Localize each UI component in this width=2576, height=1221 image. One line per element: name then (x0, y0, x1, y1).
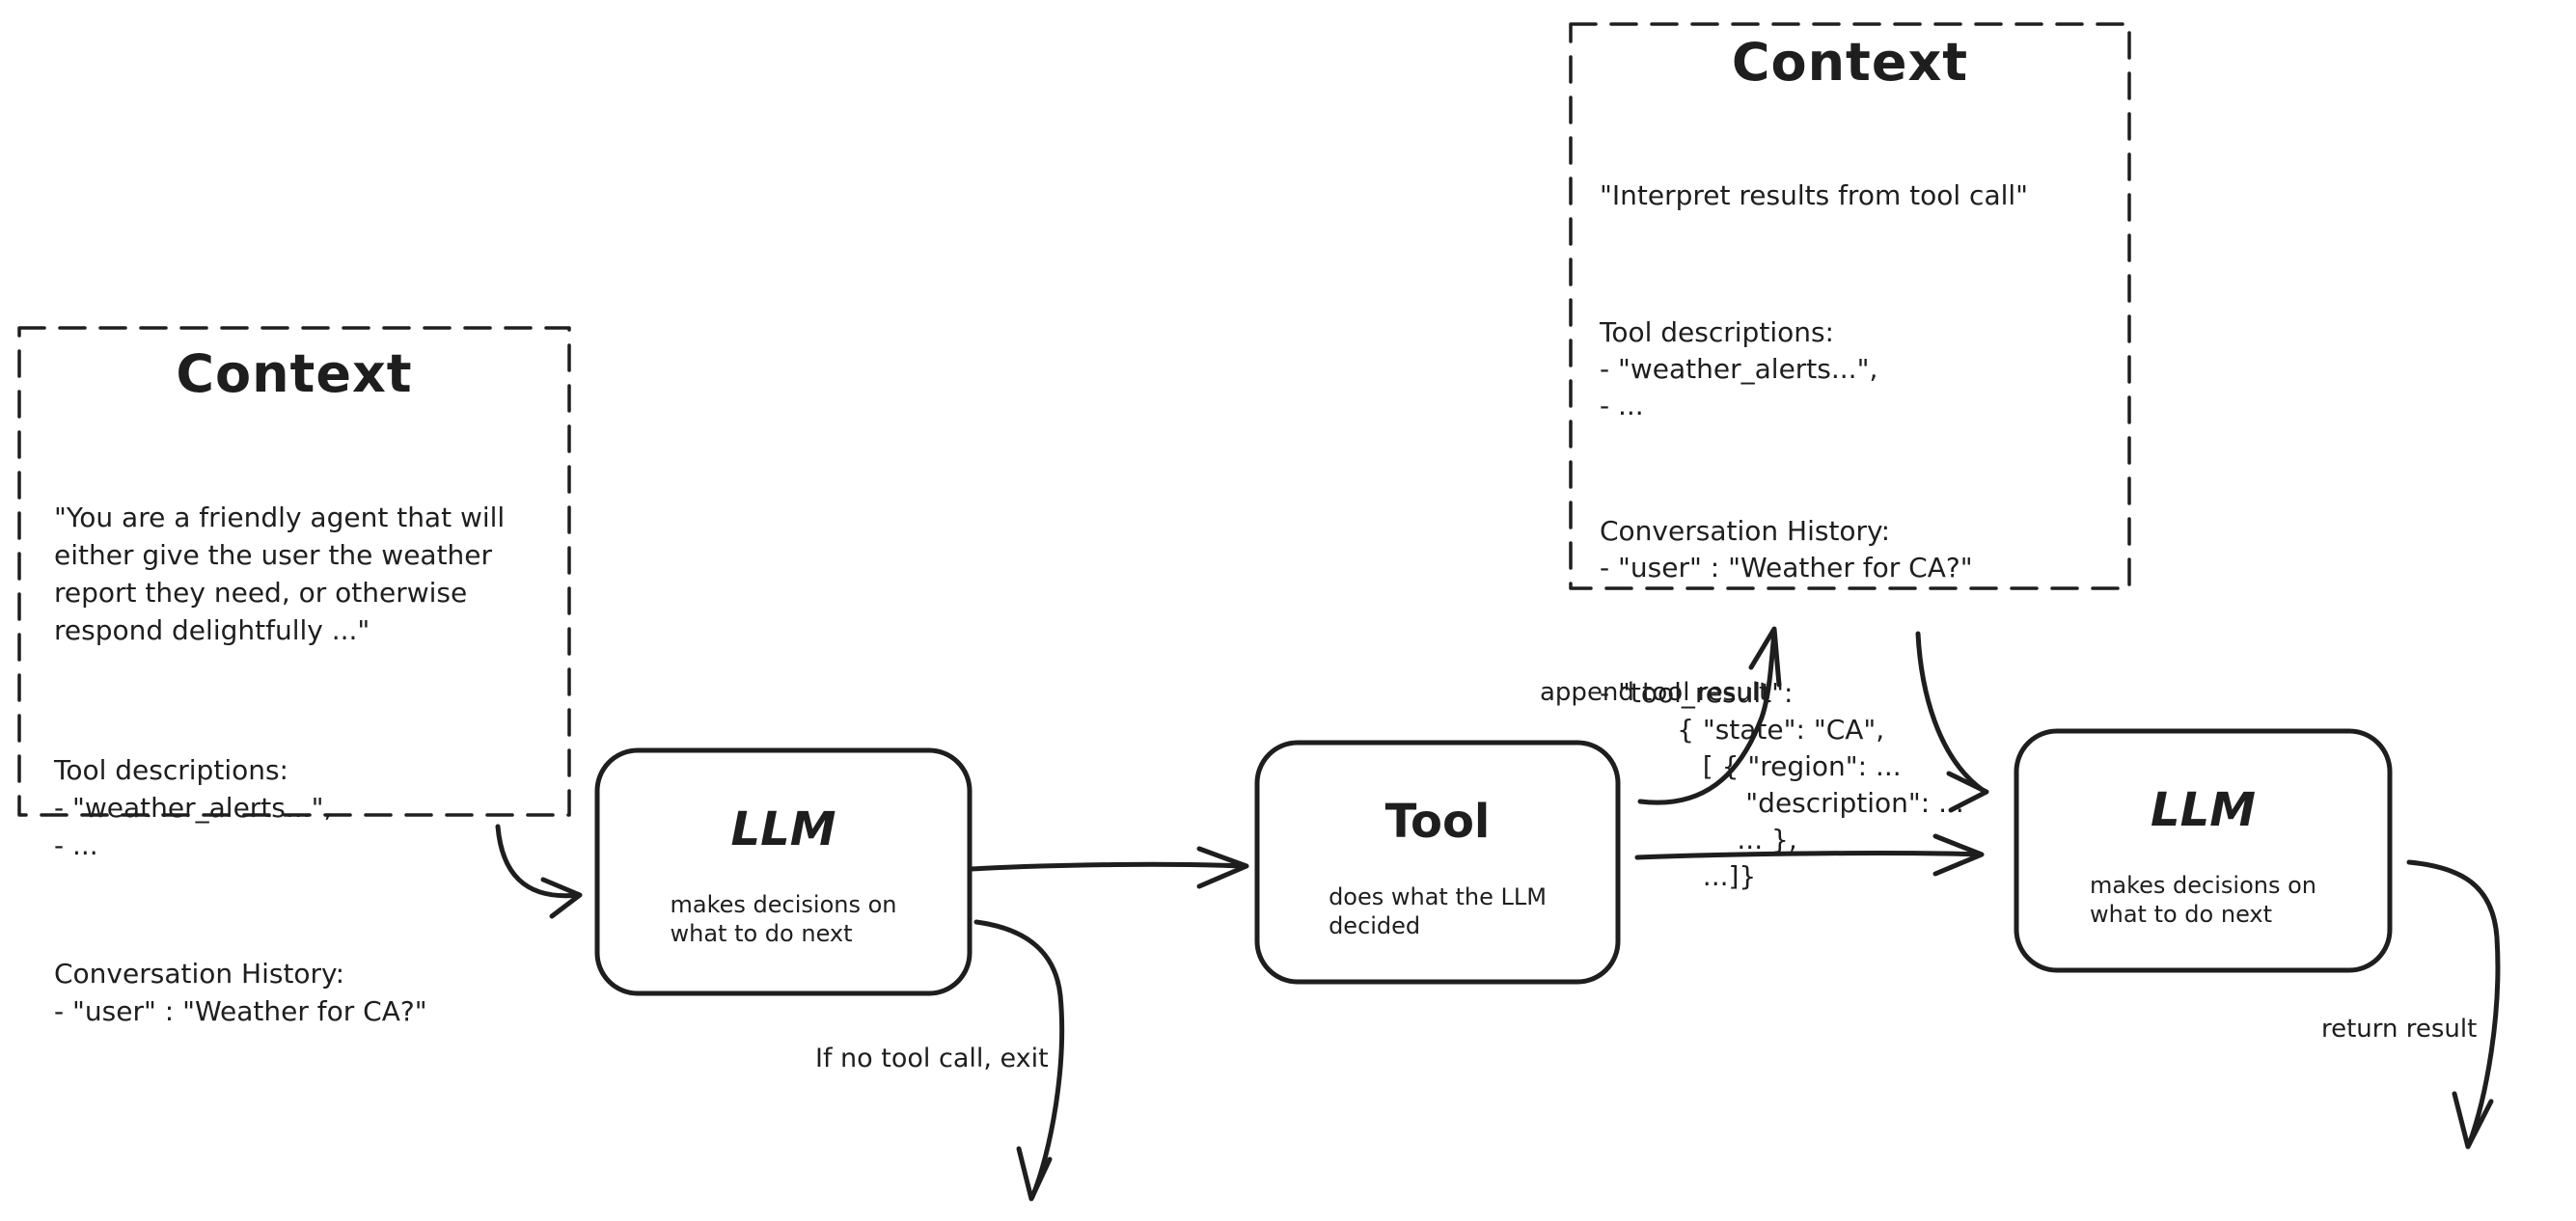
return-result-label: return result (2321, 1015, 2478, 1044)
context-right-conversation-history: Conversation History: - "user" : "Weathe… (1600, 515, 1973, 583)
append-tool-result-label: append tool result (1540, 678, 1769, 707)
context-right-tool-descriptions: Tool descriptions: - "weather_alerts..."… (1600, 316, 1878, 421)
llm-second-subtitle: makes decisions on what to do next (2090, 871, 2316, 928)
edge-llm2-return-arrow (2406, 859, 2501, 1150)
context-left-tool-descriptions: Tool descriptions: - "weather_alerts..."… (54, 754, 333, 861)
llm-second-node: LLM makes decisions on what to do next (2016, 731, 2390, 970)
tool-node: Tool does what the LLM decided (1257, 743, 1618, 982)
llm-first-title: LLM (730, 802, 836, 856)
context-left-title: Context (176, 343, 413, 404)
context-left-body: "You are a friendly agent that will eith… (54, 423, 569, 1105)
context-right-tool-result: - "tool_result": { "state": "CA", [ { "r… (1600, 677, 1964, 892)
context-left-node: Context "You are a friendly agent that w… (19, 328, 569, 1027)
edge-context2-to-llm2-arrow (1915, 631, 1989, 813)
if-no-tool-call-exit-label: If no tool call, exit (815, 1044, 1049, 1073)
context-right-box (1569, 22, 2131, 590)
edge-tool-to-llm2-arrow (1634, 833, 1985, 877)
llm-first-node: LLM makes decisions on what to do next (597, 750, 970, 993)
edge-context1-to-llm1-arrow (495, 824, 583, 919)
tool-title: Tool (1384, 795, 1491, 849)
tool-box (1254, 740, 1621, 985)
llm-first-box (594, 747, 973, 996)
edge-llm1-to-tool-arrow (969, 846, 1249, 889)
edge-llm1-exit-arrow (973, 919, 1065, 1202)
context-right-body: "Interpret results from tool call" Tool … (1600, 104, 2129, 968)
llm-second-title: LLM (2151, 783, 2256, 837)
context-left-conversation-history: Conversation History: - "user" : "Weathe… (54, 958, 427, 1027)
context-right-title: Context (1731, 32, 1969, 93)
llm-second-box (2014, 728, 2393, 973)
context-left-system-prompt: "You are a friendly agent that will eith… (54, 502, 506, 646)
edge-tool-to-context2-arrow (1637, 626, 1782, 805)
context-right-instruction: "Interpret results from tool call" (1600, 179, 2029, 211)
context-left-box (17, 326, 571, 817)
llm-first-subtitle: makes decisions on what to do next (670, 890, 897, 947)
context-right-node: Context "Interpret results from tool cal… (1571, 24, 2129, 892)
tool-subtitle: does what the LLM decided (1329, 882, 1547, 939)
